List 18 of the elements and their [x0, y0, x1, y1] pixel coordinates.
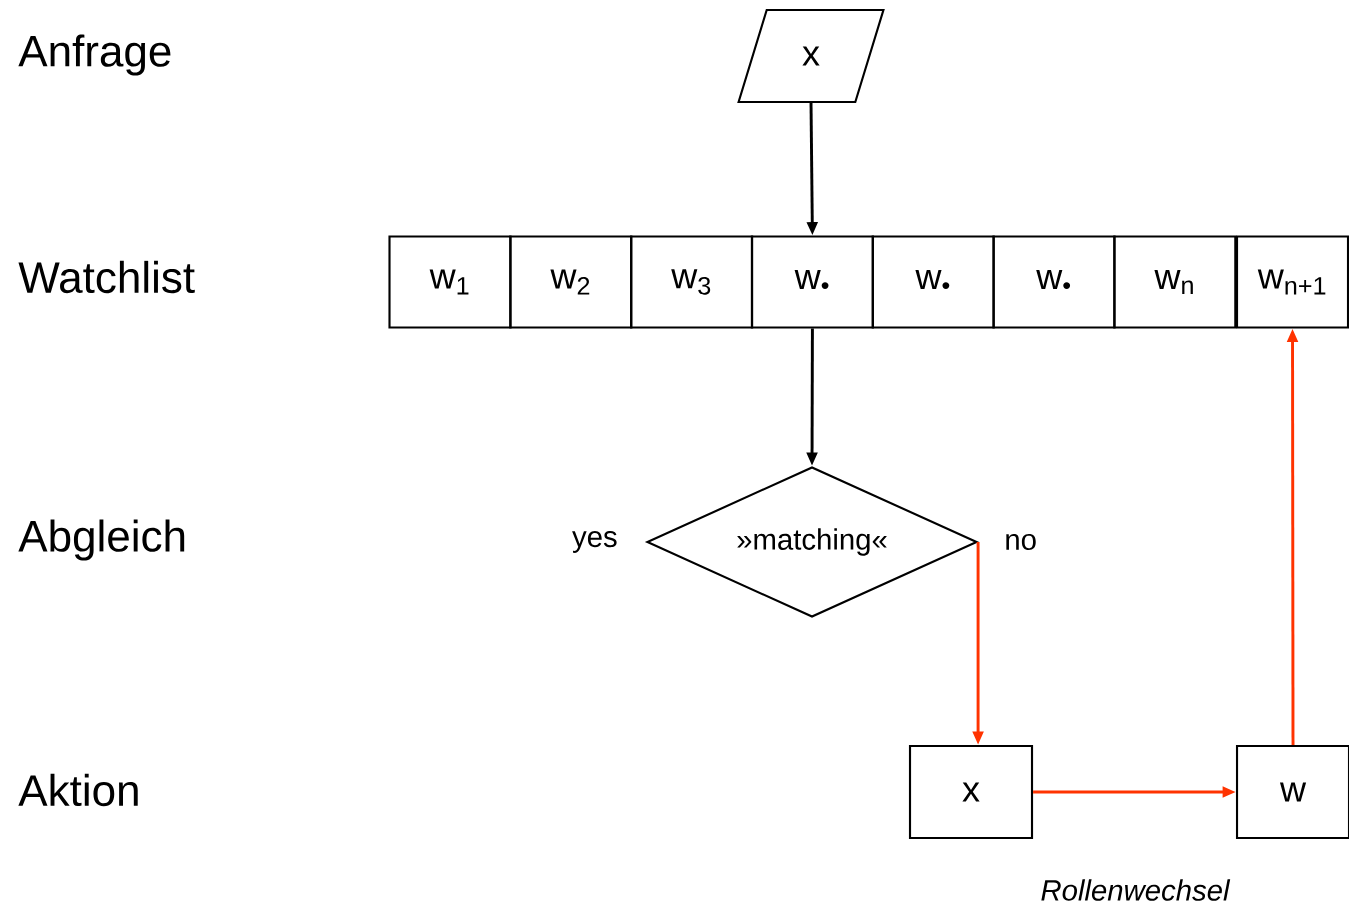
- row-label: Anfrage: [18, 34, 171, 76]
- branch-label: no: [1006, 533, 1036, 551]
- input-parallelogram: x: [737, 8, 885, 104]
- list-cell: w$_{n}$: [1113, 235, 1237, 329]
- row-label: Abgleich: [18, 519, 185, 561]
- list-cell: w$_{3}$: [630, 235, 754, 329]
- branch-label: yes: [572, 531, 617, 553]
- list-cell: w$_{n+1}$: [1235, 235, 1349, 329]
- row-label: Watchlist: [18, 260, 195, 294]
- row-label: Aktion: [18, 773, 138, 807]
- list-cell: w$_{•}$: [750, 235, 874, 329]
- list-cell: w$_{1}$: [388, 235, 512, 329]
- action-box: w: [1235, 744, 1349, 840]
- caption-text: Rollenwechsel: [1041, 879, 1231, 901]
- list-cell: w$_{•}$: [992, 235, 1116, 329]
- action-box: x: [908, 744, 1034, 840]
- list-cell: w$_{•}$: [871, 235, 995, 329]
- list-cell: w$_{2}$: [509, 235, 633, 329]
